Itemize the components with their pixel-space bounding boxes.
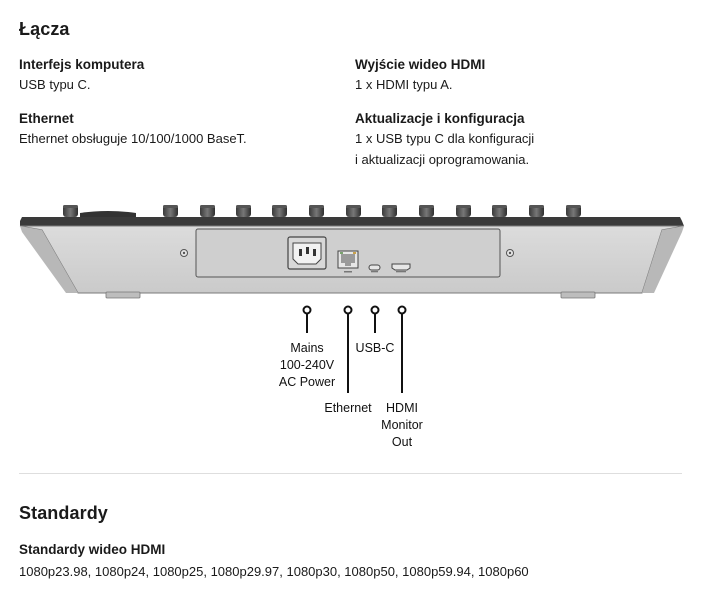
hdmi-port-icon (391, 263, 411, 273)
power-inlet-icon (287, 236, 327, 270)
device-top-edge (20, 217, 684, 226)
ethernet-heading: Ethernet (19, 111, 74, 126)
computer-interface-block: Interfejs komputera USB typu C. (19, 57, 144, 95)
knob-icon (63, 205, 78, 217)
updates-text-line1: 1 x USB typu C dla konfiguracji (355, 131, 535, 146)
screw-icon (180, 249, 188, 257)
callout-lines (302, 305, 407, 393)
label-ethernet: Ethernet (324, 401, 372, 415)
hdmi-out-heading: Wyjście wideo HDMI (355, 57, 486, 72)
usb-c-port-icon (368, 264, 381, 273)
hdmi-standards-text: 1080p23.98, 1080p24, 1080p25, 1080p29.97… (19, 564, 529, 579)
ethernet-text: Ethernet obsługuje 10/100/1000 BaseT. (19, 131, 247, 146)
computer-interface-heading: Interfejs komputera (19, 57, 145, 72)
label-mains: Mains 100-240V AC Power (278, 341, 336, 389)
screw-icon (506, 249, 514, 257)
label-hdmi-monitor-out: HDMI Monitor Out (381, 401, 423, 449)
hdmi-out-text: 1 x HDMI typu A. (355, 77, 453, 92)
section-divider (19, 473, 682, 474)
device-side-left (20, 226, 78, 293)
hdmi-standards-heading: Standardy wideo HDMI (19, 542, 166, 557)
device-rear-panel-diagram (19, 205, 685, 393)
hdmi-out-block: Wyjście wideo HDMI 1 x HDMI typu A. (355, 57, 485, 95)
knob-row (63, 205, 581, 217)
ethernet-port-icon (337, 250, 359, 273)
label-usb-c: USB-C (355, 341, 395, 355)
standards-title: Standardy (19, 503, 108, 523)
computer-interface-text: USB typu C. (19, 77, 91, 92)
updates-block: Aktualizacje i konfiguracja 1 x USB typu… (355, 111, 534, 170)
updates-heading: Aktualizacje i konfiguracja (355, 111, 525, 126)
connections-title: Łącza (19, 19, 70, 39)
fader-lip (80, 211, 136, 217)
foot-left (105, 291, 141, 299)
ethernet-block: Ethernet Ethernet obsługuje 10/100/1000 … (19, 111, 247, 149)
updates-text-line2: i aktualizacji oprogramowania. (355, 152, 530, 167)
foot-right (560, 291, 596, 299)
device-side-right (642, 226, 684, 293)
